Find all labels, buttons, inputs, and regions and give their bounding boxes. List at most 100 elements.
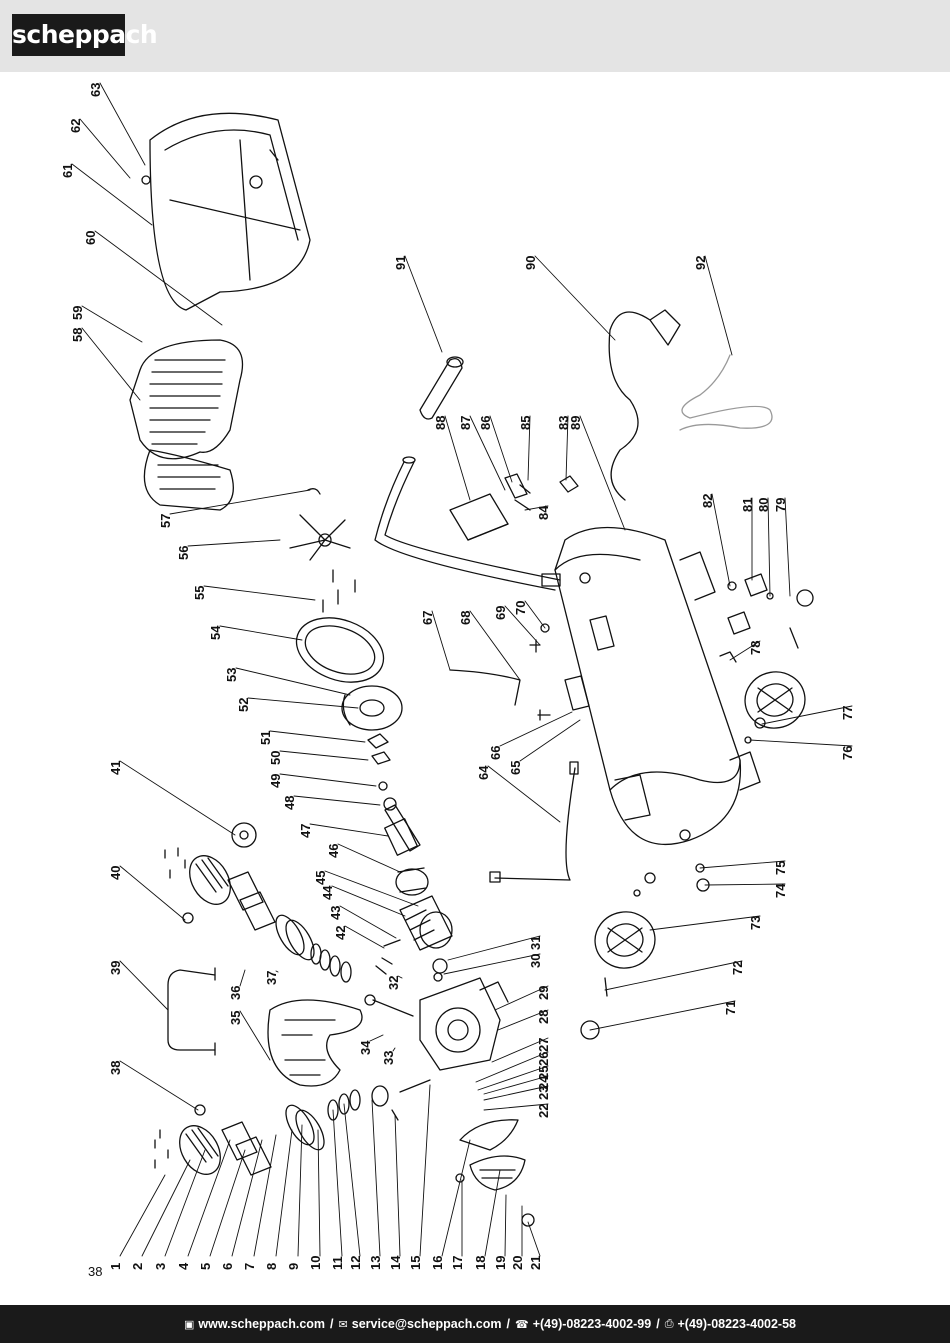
part-label-36: 36 <box>228 986 243 1000</box>
part-label-37: 37 <box>264 971 279 985</box>
part-label-81: 81 <box>740 498 755 512</box>
leader-line-82 <box>711 493 731 587</box>
part-label-91: 91 <box>393 256 408 270</box>
part-label-87: 87 <box>458 416 473 430</box>
part-label-84: 84 <box>536 505 551 520</box>
leader-line-45 <box>324 870 419 907</box>
leader-line-10 <box>317 1129 321 1257</box>
part-label-50: 50 <box>268 751 283 765</box>
website-contact[interactable]: ▣ www.scheppach.com <box>184 1317 325 1331</box>
part-label-6: 6 <box>220 1263 235 1270</box>
leader-line-29 <box>494 985 549 1011</box>
part-label-44: 44 <box>320 885 335 900</box>
rubber-feet-part <box>727 573 814 649</box>
part-label-83: 83 <box>556 416 571 430</box>
leader-line-31 <box>447 935 541 961</box>
wheel-part-73 <box>594 911 656 969</box>
leader-line-38 <box>119 1060 199 1111</box>
leader-line-34 <box>369 1034 384 1042</box>
part-label-57: 57 <box>158 514 173 528</box>
leader-line-13 <box>371 1099 381 1257</box>
part-label-45: 45 <box>313 871 328 885</box>
leader-line-68 <box>469 610 521 681</box>
leader-line-1 <box>119 1174 166 1257</box>
short-tube-part <box>419 356 464 420</box>
email-link[interactable]: service@scheppach.com <box>351 1317 502 1331</box>
part-label-75: 75 <box>773 861 788 875</box>
phone-number: +(49)-08223-4002-99 <box>532 1317 652 1331</box>
part-label-77: 77 <box>840 706 855 720</box>
leader-line-27 <box>491 1037 549 1063</box>
scheppach-logo: scheppach <box>12 14 158 56</box>
part-label-79: 79 <box>773 498 788 512</box>
part-label-27: 27 <box>536 1038 551 1052</box>
part-label-86: 86 <box>478 416 493 430</box>
separator: / <box>656 1317 660 1331</box>
leader-line-26 <box>475 1051 549 1083</box>
part-label-9: 9 <box>286 1263 301 1270</box>
part-label-62: 62 <box>68 119 83 133</box>
part-label-25: 25 <box>536 1066 551 1080</box>
part-label-89: 89 <box>568 416 583 430</box>
phone-contact: ☎ +(49)-08223-4002-99 <box>515 1317 651 1331</box>
part-label-55: 55 <box>192 586 207 600</box>
leader-line-84 <box>524 505 549 511</box>
connecting-rod-part <box>364 994 431 1093</box>
leader-line-73 <box>649 915 761 931</box>
leader-line-23 <box>483 1085 549 1101</box>
leader-line-83 <box>565 415 569 481</box>
leader-line-92 <box>704 255 733 356</box>
leader-line-6 <box>231 1139 263 1257</box>
leader-line-3 <box>164 1149 206 1257</box>
leader-line-70 <box>524 600 546 629</box>
website-link[interactable]: www.scheppach.com <box>198 1317 326 1331</box>
leader-line-66 <box>499 711 573 747</box>
part-label-78: 78 <box>748 641 763 655</box>
part-label-31: 31 <box>528 936 543 950</box>
part-label-90: 90 <box>523 256 538 270</box>
part-label-73: 73 <box>748 916 763 930</box>
leader-line-60 <box>94 230 223 326</box>
leader-line-32 <box>397 975 403 979</box>
crank-cover-part <box>267 999 363 1087</box>
part-label-5: 5 <box>198 1263 213 1270</box>
part-label-16: 16 <box>430 1256 445 1270</box>
pressure-switch-part <box>449 473 531 541</box>
leader-line-86 <box>489 415 513 483</box>
separator: / <box>330 1317 334 1331</box>
part-label-22: 22 <box>536 1104 551 1118</box>
leader-line-43 <box>339 905 397 939</box>
part-label-64: 64 <box>476 765 491 780</box>
exploded-view-svg: 1234567891011121314151617181920212223242… <box>60 83 855 1270</box>
leader-line-19 <box>504 1194 507 1257</box>
part-label-59: 59 <box>70 306 85 320</box>
part-label-3: 3 <box>153 1263 168 1270</box>
leader-line-53 <box>235 667 351 696</box>
leader-line-44 <box>331 885 406 917</box>
part-label-12: 12 <box>348 1256 363 1270</box>
email-contact[interactable]: ✉ service@scheppach.com <box>339 1317 502 1331</box>
part-label-71: 71 <box>723 1001 738 1015</box>
envelope-icon: ✉ <box>338 1318 348 1331</box>
leader-line-30 <box>443 953 541 975</box>
footer-contact-bar: ▣ www.scheppach.com / ✉ service@scheppac… <box>0 1305 950 1343</box>
part-label-32: 32 <box>386 976 401 990</box>
part-label-1: 1 <box>108 1263 123 1270</box>
leader-line-4 <box>187 1139 231 1257</box>
part-label-4: 4 <box>176 1262 191 1270</box>
part-label-82: 82 <box>700 494 715 508</box>
wheel-part-78 <box>744 671 806 729</box>
leader-line-90 <box>534 255 616 341</box>
leader-line-40 <box>119 865 186 921</box>
part-label-63: 63 <box>88 83 103 97</box>
computer-icon: ▣ <box>183 1318 195 1331</box>
leader-line-64 <box>487 765 561 823</box>
fittings-part <box>449 623 551 721</box>
part-label-52: 52 <box>236 698 251 712</box>
telephone-icon: ☎ <box>515 1318 529 1331</box>
screws-part <box>322 569 356 613</box>
hose-part <box>489 761 579 883</box>
leader-line-12 <box>343 1103 361 1257</box>
leader-line-18 <box>484 1169 501 1257</box>
